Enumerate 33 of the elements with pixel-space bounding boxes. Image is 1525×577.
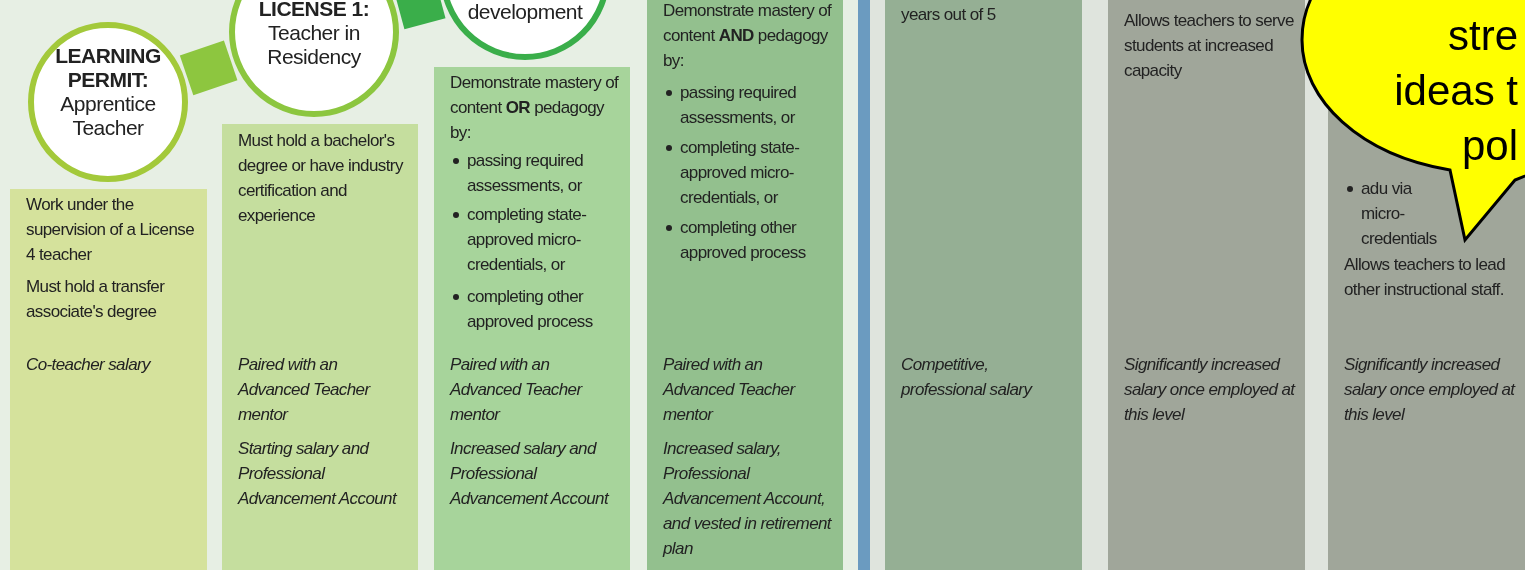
benefit-text: Paired with an Advanced Teacher mentor — [450, 354, 584, 426]
bullet-text: completing other approved process — [680, 218, 806, 262]
level-title: LEARNING PERMIT: Apprentice Teacher — [54, 44, 162, 140]
requirement-text: Must hold a bachelor's degree or have industry certification and experience — [238, 130, 405, 227]
level-column — [10, 189, 207, 570]
bubble-text: stre ideas t pol — [1393, 11, 1518, 171]
bullet-text: adu via micro-credentials — [1361, 179, 1437, 248]
benefit-text: Increased salary and Professional Advancement Account — [450, 438, 611, 510]
level-title: development — [466, 0, 584, 24]
level-column — [434, 67, 630, 570]
ribbon-connector — [179, 40, 238, 96]
requirement-text: Must hold a transfer associate's degree — [26, 276, 166, 323]
bullet-text: completing state-approved micro-credentials, or — [467, 205, 587, 274]
benefit-text: Starting salary and Professional Advancement Account — [238, 438, 399, 510]
benefit-text: Competitive, professional salary — [901, 354, 1034, 401]
level-title: LICENSE 1: Teacher in Residency — [257, 0, 371, 69]
benefit-text: Significantly increased salary once employed at this level — [1124, 354, 1297, 426]
bullet-text: completing other approved process — [467, 287, 593, 331]
requirement-text: Demonstrate mastery of content AND pedagogy by: — [663, 0, 833, 72]
level-column — [1108, 0, 1305, 570]
requirement-text: years out of 5 — [901, 4, 997, 26]
benefit-text: Paired with an Advanced Teacher mentor — [663, 354, 797, 426]
benefit-text: Co-teacher salary — [26, 354, 152, 376]
requirement-text: Demonstrate mastery of content OR pedagogy by: — [450, 72, 620, 144]
requirement-text: Work under the supervision of a License 4 teacher — [26, 194, 195, 266]
level-column — [222, 124, 418, 570]
level-column — [647, 0, 843, 570]
level-column — [885, 0, 1082, 570]
requirement-text: Allows teachers to serve students at increased capacity — [1124, 10, 1295, 82]
benefit-text: Paired with an Advanced Teacher mentor — [238, 354, 372, 426]
benefit-text: Increased salary, Professional Advancement Account, and vested in retirement plan — [663, 438, 833, 560]
requirement-text: Allows teachers to lead other instructional staff. — [1344, 254, 1506, 301]
benefit-text: Significantly increased salary once employed at this level — [1344, 354, 1517, 426]
